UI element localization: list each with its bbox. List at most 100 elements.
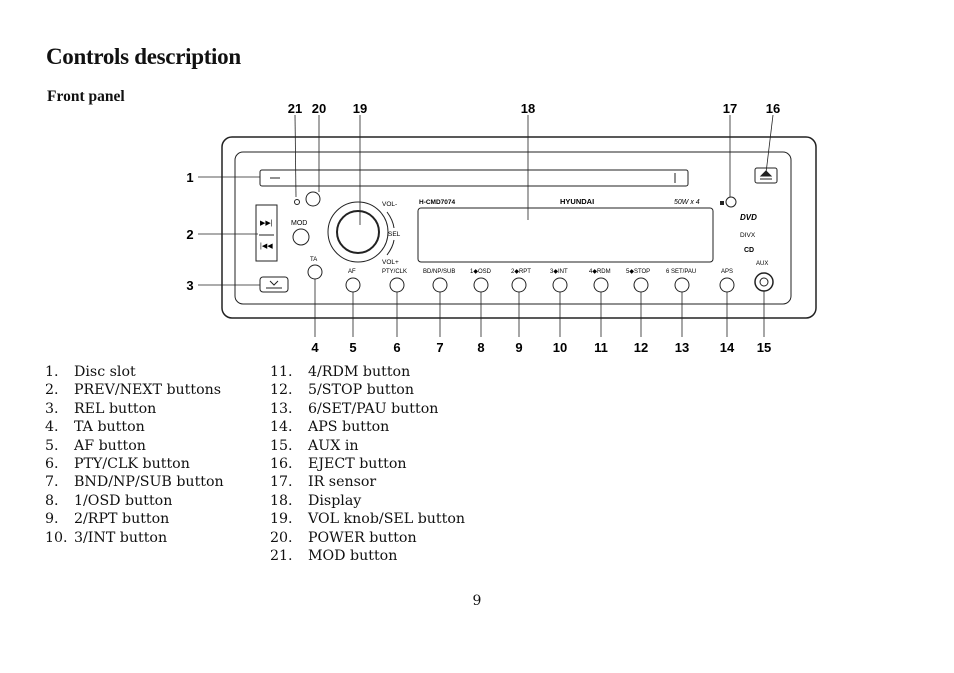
legend-item: 16. EJECT button [270,455,465,473]
panel-button-6[interactable] [552,277,568,293]
legend-item-number: 20. [270,529,293,546]
ta-label: TA [310,257,317,263]
callout-number-top: 19 [353,101,367,116]
legend-item-number: 21. [270,548,293,565]
ta-button[interactable] [307,264,323,280]
legend-item-label: 4/RDM button [308,364,411,380]
panel-button-8[interactable] [633,277,649,293]
legend-item-label: PTY/CLK button [74,456,190,473]
btn1-label: 1◆OSD [470,269,492,275]
panel-button-7[interactable] [593,277,609,293]
panel-button-5[interactable] [511,277,527,293]
prev-icon: |◀◀ [260,243,273,250]
callout-number-top: 18 [521,101,535,116]
callout-number-bottom: 7 [436,340,443,355]
vol-knob-outer [327,201,389,263]
btn2-label: 2◆RPT [511,269,531,275]
vol-plus-label: VOL+ [382,259,399,266]
vol-knob[interactable] [336,210,380,254]
legend-item-label: Display [308,492,362,509]
legend-item-number: 5. [45,437,59,454]
panel-button-9[interactable] [674,277,690,293]
mod-button[interactable] [292,228,310,246]
legend-item-number: 19. [270,511,293,528]
legend-item-label: EJECT button [308,456,407,473]
eject-button[interactable] [754,167,778,184]
callout-line [294,114,297,198]
prev-next-buttons[interactable] [255,204,278,262]
legend-item: 20.POWER button [270,529,465,547]
callout-number-bottom: 14 [720,340,735,355]
legend-item-label: 3/INT button [74,529,168,546]
callout-number-bottom: 8 [477,340,484,355]
vol-minus-label: VOL- [382,201,397,208]
callout-number-left: 3 [186,278,193,293]
legend-item: 15.AUX in [270,437,465,455]
panel-button-1[interactable] [345,277,361,293]
brand-label: HYUNDAI [560,197,594,206]
legend-item: 21. MOD button [270,547,465,565]
aps-label: APS [721,269,733,275]
ir-sensor [725,196,737,208]
af-label: AF [348,269,356,275]
callout-number-top: 16 [766,101,780,116]
callout-number-left: 1 [186,170,193,185]
callout-number-bottom: 6 [393,340,400,355]
legend-item: 5.AF button [45,437,224,455]
legend-item-number: 17. [270,474,293,491]
legend-item: 17. IR sensor [270,473,465,491]
legend-item: 7.BND/NP/SUB button [45,473,224,491]
legend-item-number: 6. [45,456,59,473]
aux-jack[interactable] [754,272,774,292]
legend-item-label: REL button [74,400,157,417]
callout-number-bottom: 13 [675,340,689,355]
callout-number-left: 2 [186,227,193,242]
legend-item-label: MOD button [308,548,398,565]
panel-button-3[interactable] [432,277,448,293]
cd-logo: CD [744,247,754,254]
section-subtitle: Front panel [47,88,125,105]
legend-item-number: 14. [270,419,293,436]
panel-button-2[interactable] [389,277,405,293]
legend-item-number: 10. [45,529,68,546]
panel-button-4[interactable] [473,277,489,293]
front-panel-diagram: ▶▶| |◀◀ MOD VOL- SEL VOL+ H-CMD7074 HYUN… [186,101,817,355]
legend-item-number: 18. [270,492,293,509]
outer-frame [221,136,817,319]
legend-item-label: 2/RPT button [74,511,170,528]
callout-number-top: 17 [723,101,737,116]
panel-button-10[interactable] [719,277,735,293]
legend-item-number: 15. [270,437,293,454]
legend-item-label: Disc slot [74,364,136,380]
next-icon: ▶▶| [260,220,273,227]
legend-item: 18. Display [270,492,465,510]
legend-item-label: APS button [308,419,390,436]
btn5-label: 5◆STOP [626,269,650,275]
legend-item: 8.1/OSD button [45,492,224,510]
rel-button[interactable] [259,276,289,293]
bnd-label: BD/NP/SUB [423,269,455,275]
legend-item: 11.4/RDM button [270,363,465,381]
page-number: 9 [472,593,482,609]
legend-item-label: BND/NP/SUB button [74,474,224,491]
legend-item: 3.REL button [45,400,224,418]
legend-item: 10. 3/INT button [45,529,224,547]
legend-item: 9.2/RPT button [45,510,224,528]
legend-item-number: 16. [270,456,293,473]
display [417,207,714,263]
legend-item-label: IR sensor [308,474,377,491]
power-button[interactable] [305,191,321,207]
callout-number-top: 21 [288,101,302,116]
legend-item-label: PREV/NEXT buttons [74,382,222,399]
dvd-logo: DVD [740,213,757,222]
power-rating-label: 50W x 4 [674,199,700,206]
power-led [294,199,300,205]
legend-item: 19.VOL knob/SEL button [270,510,465,528]
legend-item-number: 13. [270,400,293,417]
btn4-label: 4◆RDM [589,269,611,275]
btn6-label: 6 SET/PAU [666,269,696,275]
callout-lines [198,114,774,337]
